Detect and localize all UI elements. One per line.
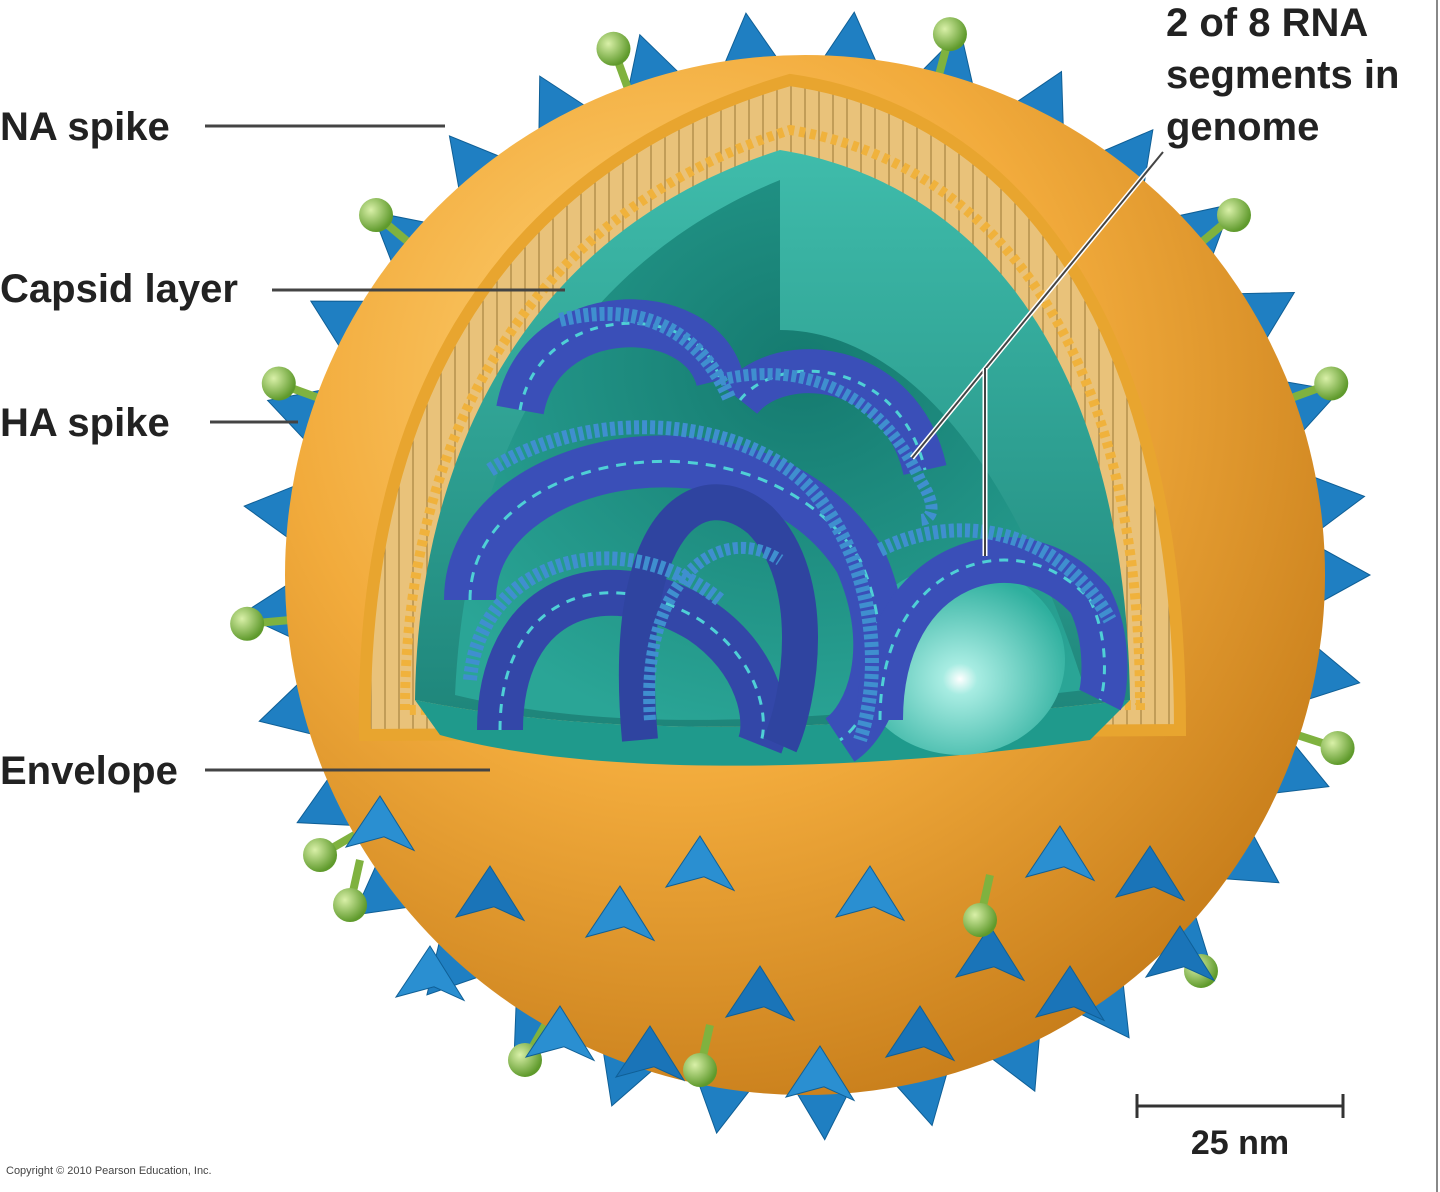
na-spike — [333, 888, 367, 922]
ha-spike — [834, 865, 906, 922]
na-spike — [963, 903, 997, 937]
rna-label-line2: segments in — [1166, 53, 1399, 97]
leader-lines — [205, 124, 1165, 772]
rna-segment — [498, 591, 765, 746]
ha-spike — [584, 885, 656, 942]
ha-spike — [1144, 925, 1216, 982]
ha-spike — [954, 925, 1026, 982]
ha-spike — [524, 1005, 596, 1062]
copyright-text: Copyright © 2010 Pearson Education, Inc. — [6, 1165, 212, 1177]
ha-spike — [724, 965, 796, 1022]
ha-spike — [344, 795, 416, 852]
na-spike — [359, 198, 394, 233]
na-spike-label: NA spike — [0, 105, 170, 149]
na-spike — [261, 366, 296, 401]
rna-strand — [718, 368, 938, 526]
na-spike — [683, 1053, 717, 1087]
rna-segment — [468, 459, 881, 742]
scale-bar-label: 25 nm — [1191, 1124, 1289, 1162]
rna-label-line3: genome — [1166, 105, 1319, 149]
ha-spike — [784, 1045, 856, 1102]
ha-spike — [1024, 825, 1096, 882]
ha-spike-label: HA spike — [0, 401, 170, 445]
rna-label-line1: 2 of 8 RNA — [1166, 1, 1368, 45]
rna-strand — [558, 306, 737, 403]
na-spike — [932, 17, 967, 52]
envelope-label: Envelope — [0, 749, 178, 793]
surface-spikes-front — [333, 795, 1216, 1102]
ha-spike — [664, 835, 736, 892]
rna-leader-a — [911, 151, 1164, 459]
rna-segment — [722, 349, 947, 476]
rna-strand — [463, 551, 725, 681]
ha-spike — [884, 1005, 956, 1062]
ha-spike — [394, 945, 466, 1002]
ha-spike — [454, 865, 526, 922]
na-spike — [1320, 731, 1355, 766]
na-spike — [1314, 366, 1349, 401]
ha-spike — [614, 1025, 686, 1082]
rna-segment — [618, 484, 818, 753]
rna-segment — [878, 558, 1106, 721]
rna-segments — [444, 299, 1128, 762]
na-spike — [230, 606, 265, 641]
scale-bar: 25 nm — [1135, 1094, 1345, 1162]
na-spike — [303, 838, 338, 872]
membrane-inner-edge — [399, 124, 1146, 716]
capsid-layer-label: Capsid layer — [0, 267, 238, 311]
rna-strand — [486, 420, 879, 743]
ha-spike — [1114, 845, 1186, 902]
na-spike — [596, 31, 631, 66]
rna-strand — [643, 541, 784, 721]
ha-spike — [1034, 965, 1106, 1022]
rna-strand — [876, 523, 1117, 624]
na-spike — [1216, 198, 1251, 233]
